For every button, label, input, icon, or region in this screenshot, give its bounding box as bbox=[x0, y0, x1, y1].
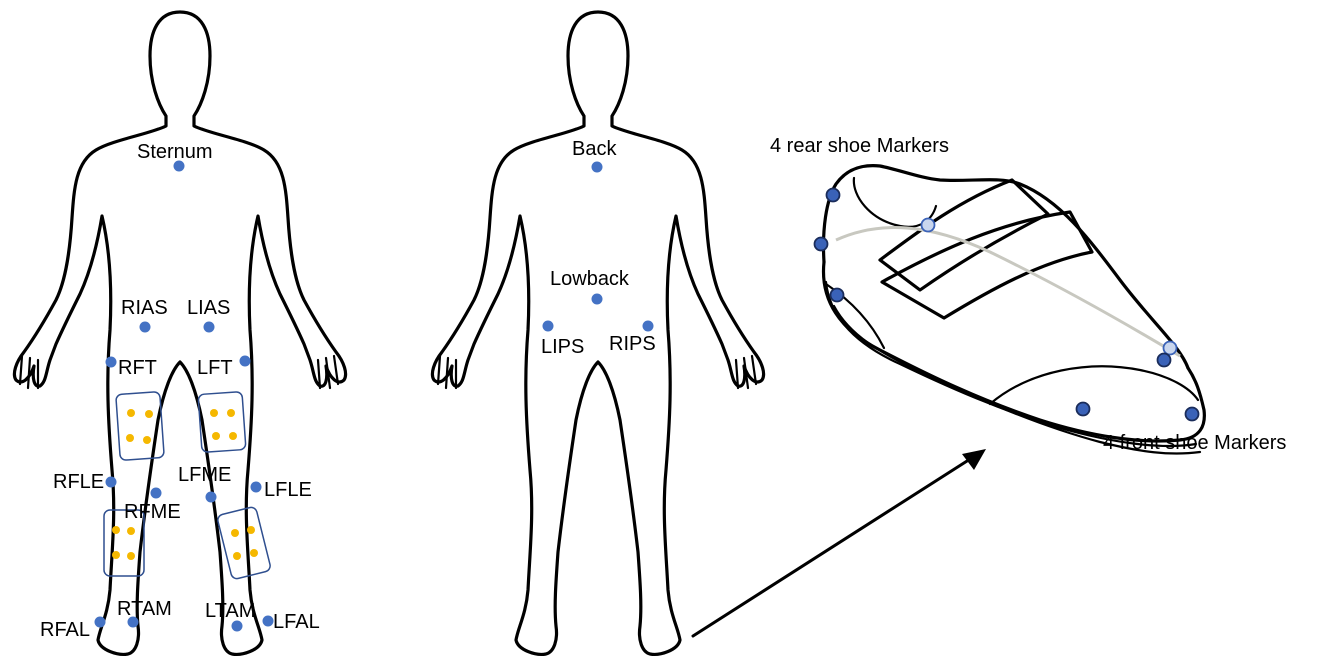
marker-rfme bbox=[151, 488, 162, 499]
marker-lfle bbox=[251, 482, 262, 493]
front-markers bbox=[95, 161, 274, 632]
label-sternum: Sternum bbox=[137, 141, 213, 163]
front-labels: Sternum RIAS LIAS RFT LFT RFLE RFME LFME… bbox=[40, 141, 320, 641]
back-body-outline bbox=[432, 12, 763, 654]
label-rfle: RFLE bbox=[53, 471, 104, 493]
marker-rft bbox=[106, 357, 117, 368]
label-lfal: LFAL bbox=[273, 611, 320, 633]
marker-rfle bbox=[106, 477, 117, 488]
label-rtam: RTAM bbox=[117, 598, 172, 620]
left-hand-fingers bbox=[318, 356, 338, 388]
marker-lowback bbox=[592, 294, 603, 305]
shoe-marker-front-1 bbox=[1164, 342, 1177, 355]
shoe-toe-cap bbox=[990, 366, 1198, 404]
shoe-marker-rear-3 bbox=[815, 238, 828, 251]
shoe-illustration bbox=[823, 166, 1204, 454]
label-ltam: LTAM bbox=[205, 600, 255, 622]
left-shank-cluster bbox=[217, 506, 272, 580]
marker-rips bbox=[643, 321, 654, 332]
label-rft: RFT bbox=[118, 357, 157, 379]
label-lias: LIAS bbox=[187, 297, 230, 319]
marker-lft bbox=[240, 356, 251, 367]
back-markers bbox=[543, 162, 654, 332]
marker-rfal bbox=[95, 617, 106, 628]
shoe-labels: 4 rear shoe Markers 4 front shoe Markers bbox=[770, 135, 1286, 454]
arrowhead-icon bbox=[962, 449, 986, 470]
front-body-outline bbox=[14, 12, 345, 654]
back-left-hand-fingers bbox=[736, 356, 756, 388]
label-lfle: LFLE bbox=[264, 479, 312, 501]
label-lfme: LFME bbox=[178, 464, 231, 486]
label-rias: RIAS bbox=[121, 297, 168, 319]
label-lft: LFT bbox=[197, 357, 233, 379]
marker-back bbox=[592, 162, 603, 173]
label-lips: LIPS bbox=[541, 336, 584, 358]
marker-lfme bbox=[206, 492, 217, 503]
label-back: Back bbox=[572, 138, 617, 160]
back-body-figure bbox=[432, 12, 763, 654]
label-rfal: RFAL bbox=[40, 619, 90, 641]
label-lowback: Lowback bbox=[550, 268, 630, 290]
label-rear-shoe-markers: 4 rear shoe Markers bbox=[770, 135, 949, 157]
shoe-marker-rear-1 bbox=[827, 189, 840, 202]
shoe-marker-front-3 bbox=[1077, 403, 1090, 416]
foot-to-shoe-arrow bbox=[693, 449, 986, 636]
marker-lips bbox=[543, 321, 554, 332]
marker-lfal bbox=[263, 616, 274, 627]
shoe-marker-rear-4 bbox=[831, 289, 844, 302]
label-rips: RIPS bbox=[609, 333, 656, 355]
shoe-marker-front-4 bbox=[1186, 408, 1199, 421]
shoe-marker-front-2 bbox=[1158, 354, 1171, 367]
marker-rias bbox=[140, 322, 151, 333]
marker-lias bbox=[204, 322, 215, 333]
front-body-figure bbox=[14, 12, 345, 654]
marker-ltam bbox=[232, 621, 243, 632]
label-rfme: RFME bbox=[124, 501, 181, 523]
label-front-shoe-markers: 4 front shoe Markers bbox=[1103, 432, 1286, 454]
shoe-marker-rear-2 bbox=[922, 219, 935, 232]
